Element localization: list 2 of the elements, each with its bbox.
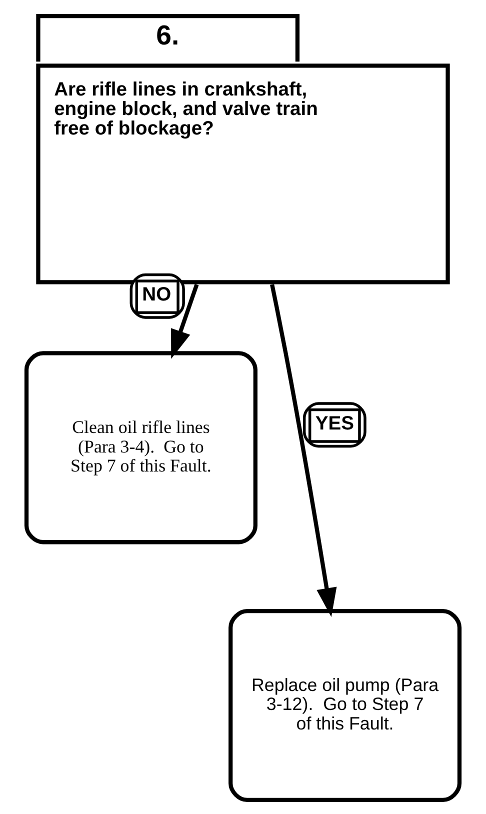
edge-label: YES [315,413,354,434]
edge-label: NO [142,284,172,306]
